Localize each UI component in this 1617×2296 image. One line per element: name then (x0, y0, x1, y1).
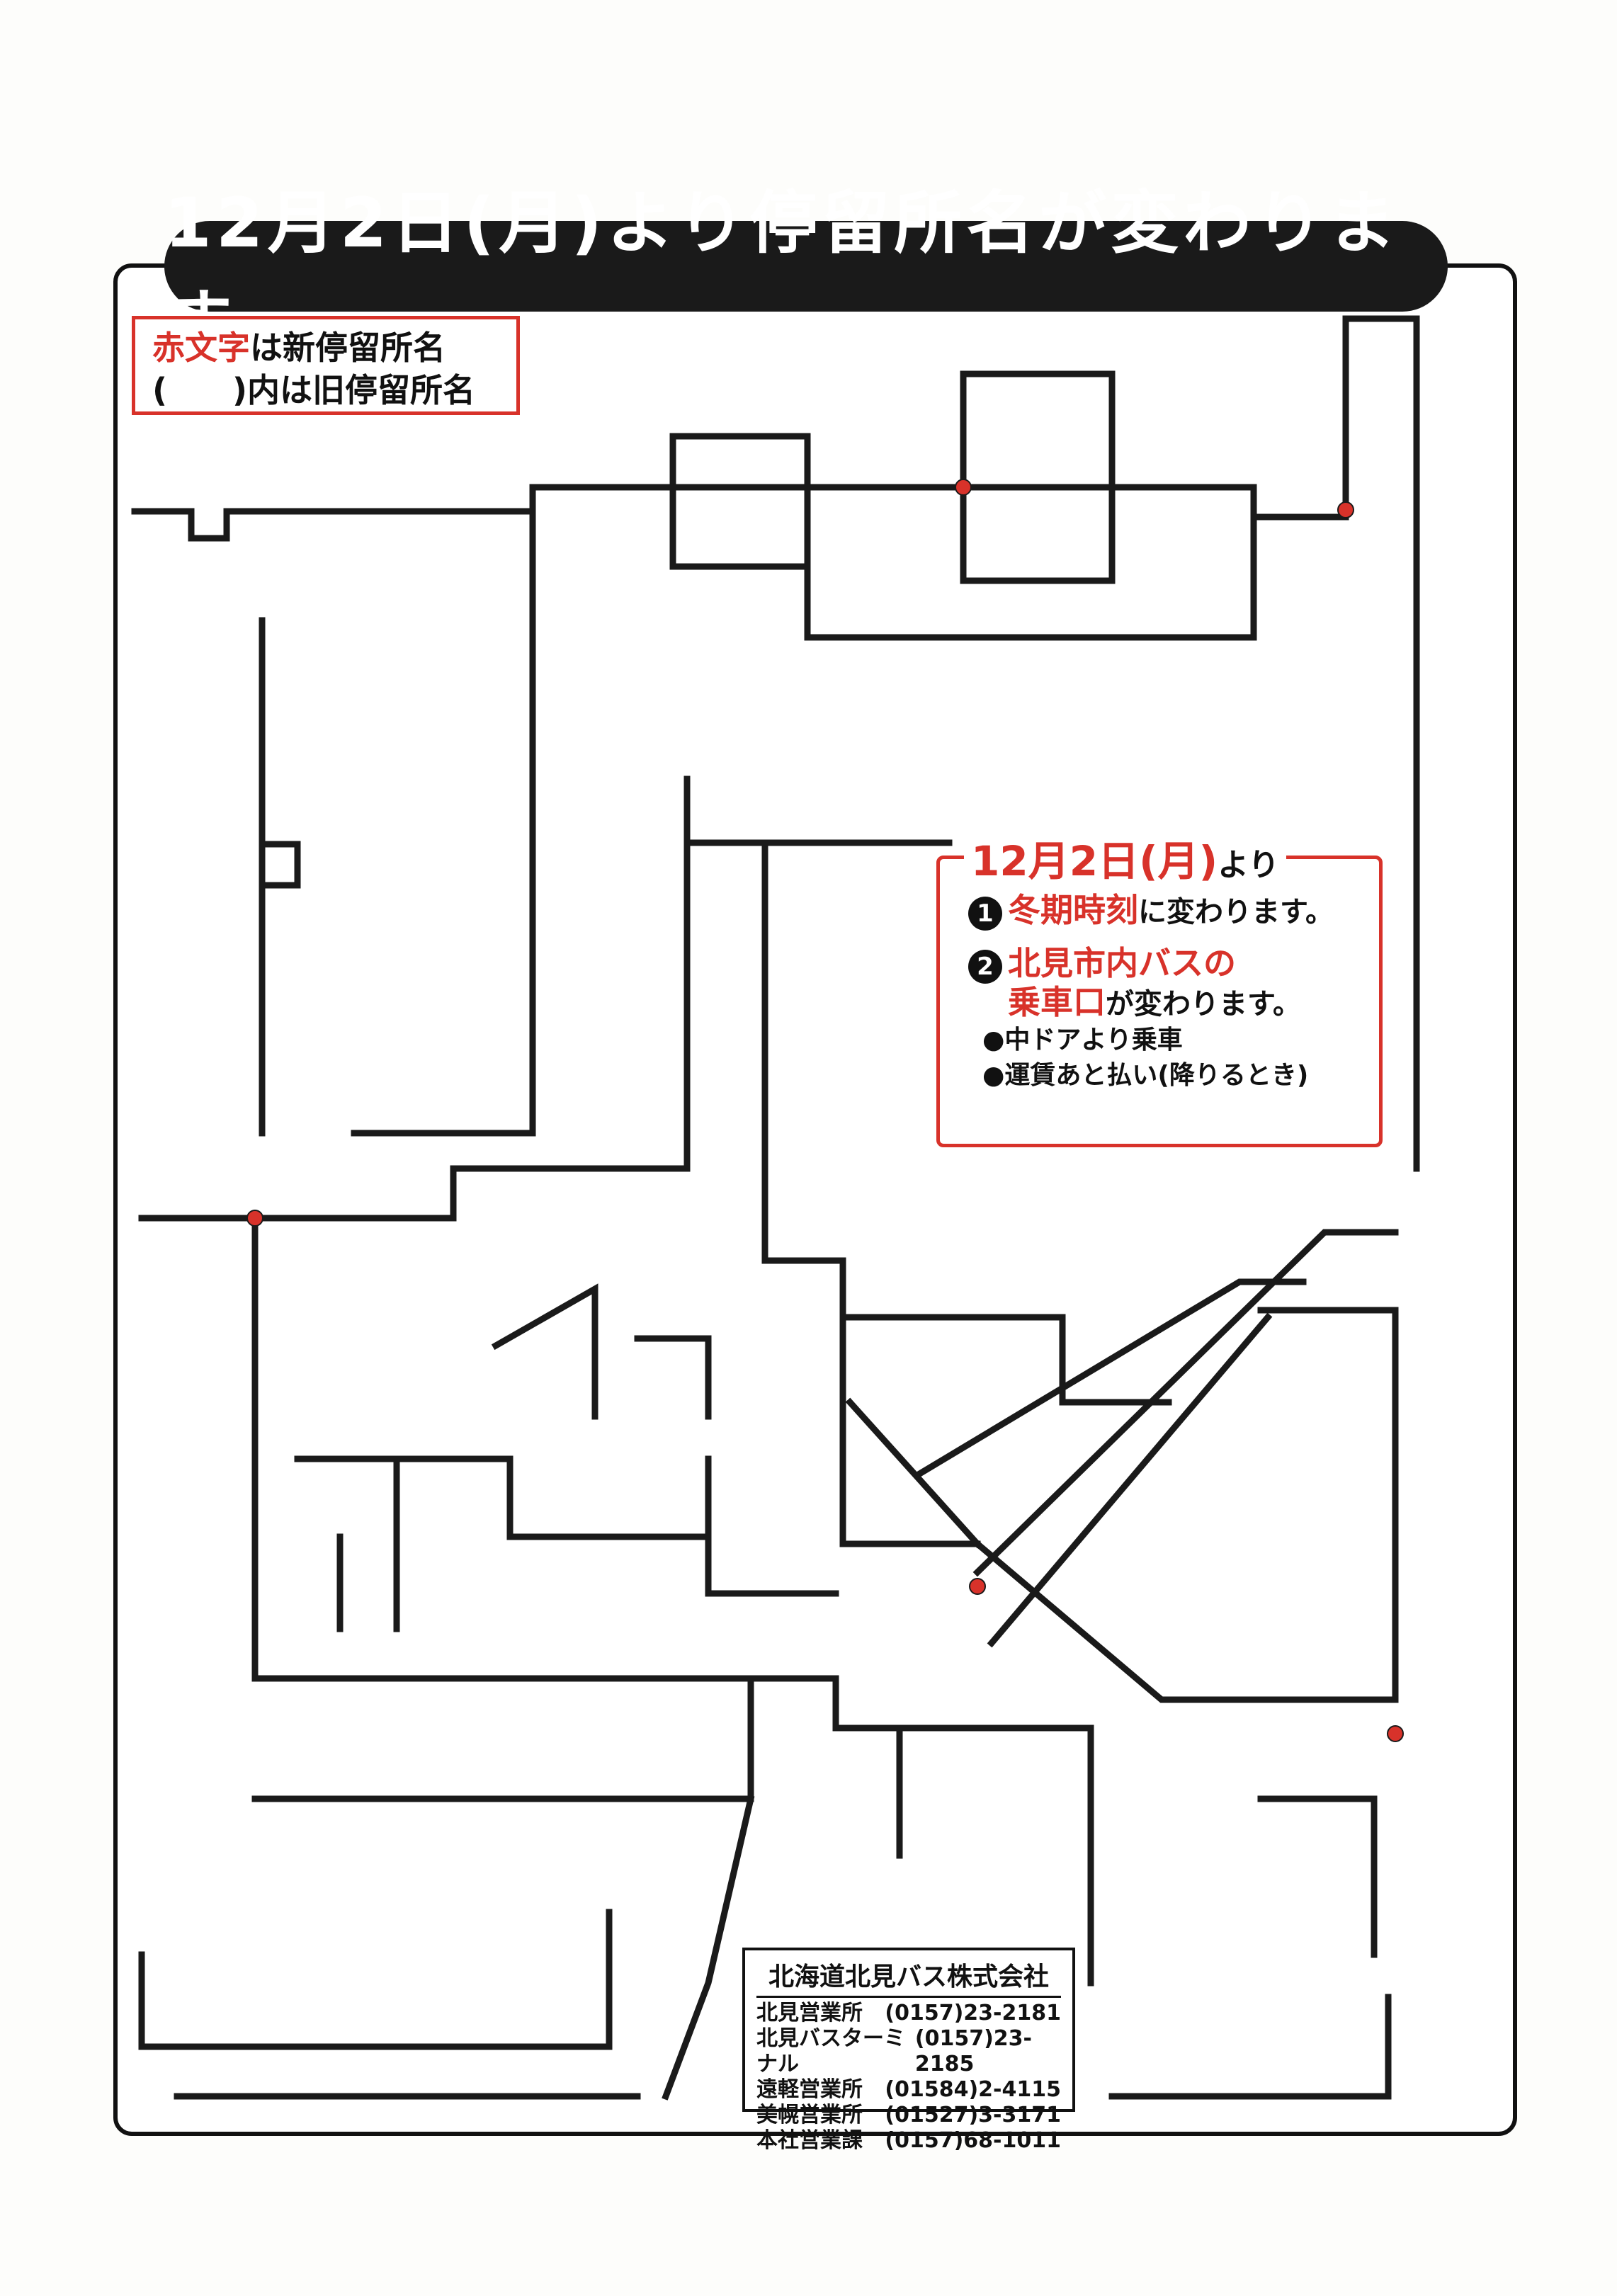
company-name: 北海道北見バス株式会社 (756, 1956, 1061, 1998)
route-engaru-loop-a (669, 433, 811, 570)
route-kitami-inner-a (491, 1283, 598, 1420)
route-kitami-east (972, 1539, 1399, 1703)
office-tel: (0157)68-1011 (885, 2128, 1061, 2153)
office-tel: (0157)23-2181 (885, 2001, 1061, 2025)
route-bihoro (1257, 1307, 1399, 1703)
notice-title-suffix: より (1218, 847, 1280, 883)
notice-sub-1: ●中ドアより乗車 (982, 1025, 1183, 1055)
route-tanno (662, 1795, 755, 2101)
office-tel: (01584)2-4115 (885, 2077, 1061, 2102)
route-kitami-west (251, 1215, 655, 1682)
office-row: 本社営業課 (0157)68-1011 (756, 2128, 1061, 2154)
office-tel: (0157)23-2185 (914, 2026, 1032, 2076)
office-name: 北見営業所 (756, 2001, 863, 2025)
office-row: 美幌営業所 (01527)3-3171 (756, 2103, 1061, 2128)
route-southeast-b (1108, 1994, 1392, 2100)
office-tel: (01527)3-3171 (885, 2103, 1061, 2127)
notice-item-2-text: が変わります。 (1106, 988, 1301, 1021)
route-kitami-inner-b (294, 1455, 712, 1540)
station-engaru (955, 479, 972, 496)
office-name: 北見バスターミナル (756, 2026, 905, 2076)
route-kitami-inner-f (634, 1335, 712, 1420)
route-kitami-trunk (761, 1165, 981, 1547)
legend-line-paren: ( )内は旧停留所名 (152, 369, 499, 411)
route-university (839, 1314, 1172, 1406)
route-engaru-south (351, 508, 536, 1137)
station-kitami (969, 1578, 986, 1595)
route-south-a (251, 1675, 754, 1802)
office-row: 遠軽営業所 (01584)2-4115 (756, 2077, 1061, 2103)
legend-line-red: 赤文字は新停留所名 (152, 326, 499, 369)
notice-sub-2: ●運賃あと払い(降りるとき) (982, 1061, 1309, 1090)
notice-title-date: 12月2日(月) (971, 837, 1218, 885)
legend-red-rest: は新停留所名 (250, 329, 446, 367)
office-name: 美幌営業所 (756, 2103, 863, 2127)
route-southeast (1257, 1795, 1378, 1958)
office-row: 北見バスターミナル(0157)23-2185 (756, 2026, 1061, 2077)
notice-item-2-number: 2 (968, 950, 1002, 984)
notice-item-2-highlight-b: 乗車口 (1008, 983, 1106, 1021)
route-maruseppu-engaru (131, 433, 811, 542)
notice-item-2-highlight-a: 北見市内バスの (1008, 944, 1236, 982)
route-onneyu-spur (259, 841, 301, 889)
route-south-b (138, 1909, 613, 2050)
notice-title: 12月2日(月)より (964, 828, 1287, 887)
route-diag-1 (972, 1229, 1399, 1577)
route-diag-3 (987, 1312, 1273, 1648)
notice-item-1-text: に変わります。 (1138, 896, 1334, 928)
notice-item-1-number: 1 (968, 897, 1002, 931)
route-kitami-south-b (832, 1724, 1094, 1987)
route-engaru-yubetsu (804, 315, 1420, 521)
office-name: 本社営業課 (756, 2128, 863, 2153)
legend-paren-rest: 内は旧停留所名 (247, 371, 476, 409)
legend-red-word: 赤文字 (152, 329, 250, 367)
route-kitami-south (648, 1675, 903, 1859)
station-bihoro (1387, 1725, 1404, 1742)
map-sheet (113, 263, 1517, 2136)
route-kitami-inner-e (705, 1455, 839, 1597)
company-box: 北海道北見バス株式会社 北見営業所 (0157)23-2181 北見バスターミナル… (742, 1948, 1075, 2153)
route-engaru-loop-c (960, 370, 1116, 491)
route-hiyoshi (683, 839, 768, 1172)
legend-box: 赤文字は新停留所名 ( )内は旧停留所名 (132, 316, 520, 415)
station-rubeshibe (246, 1210, 263, 1227)
route-kitami-inner-g (845, 1397, 982, 1549)
route-rubeshibe-kitami (138, 775, 691, 1222)
office-name: 遠軽営業所 (756, 2077, 863, 2102)
office-row: 北見営業所 (0157)23-2181 (756, 2001, 1061, 2026)
notice-item-1-highlight: 冬期時刻 (1008, 891, 1138, 929)
route-engaru-east (804, 513, 1257, 641)
station-nakayubetsu (1337, 501, 1354, 518)
legend-paren: ( ) (152, 371, 248, 409)
route-engaru-loop-d (960, 484, 1116, 584)
route-diag-2 (916, 1278, 1307, 1478)
